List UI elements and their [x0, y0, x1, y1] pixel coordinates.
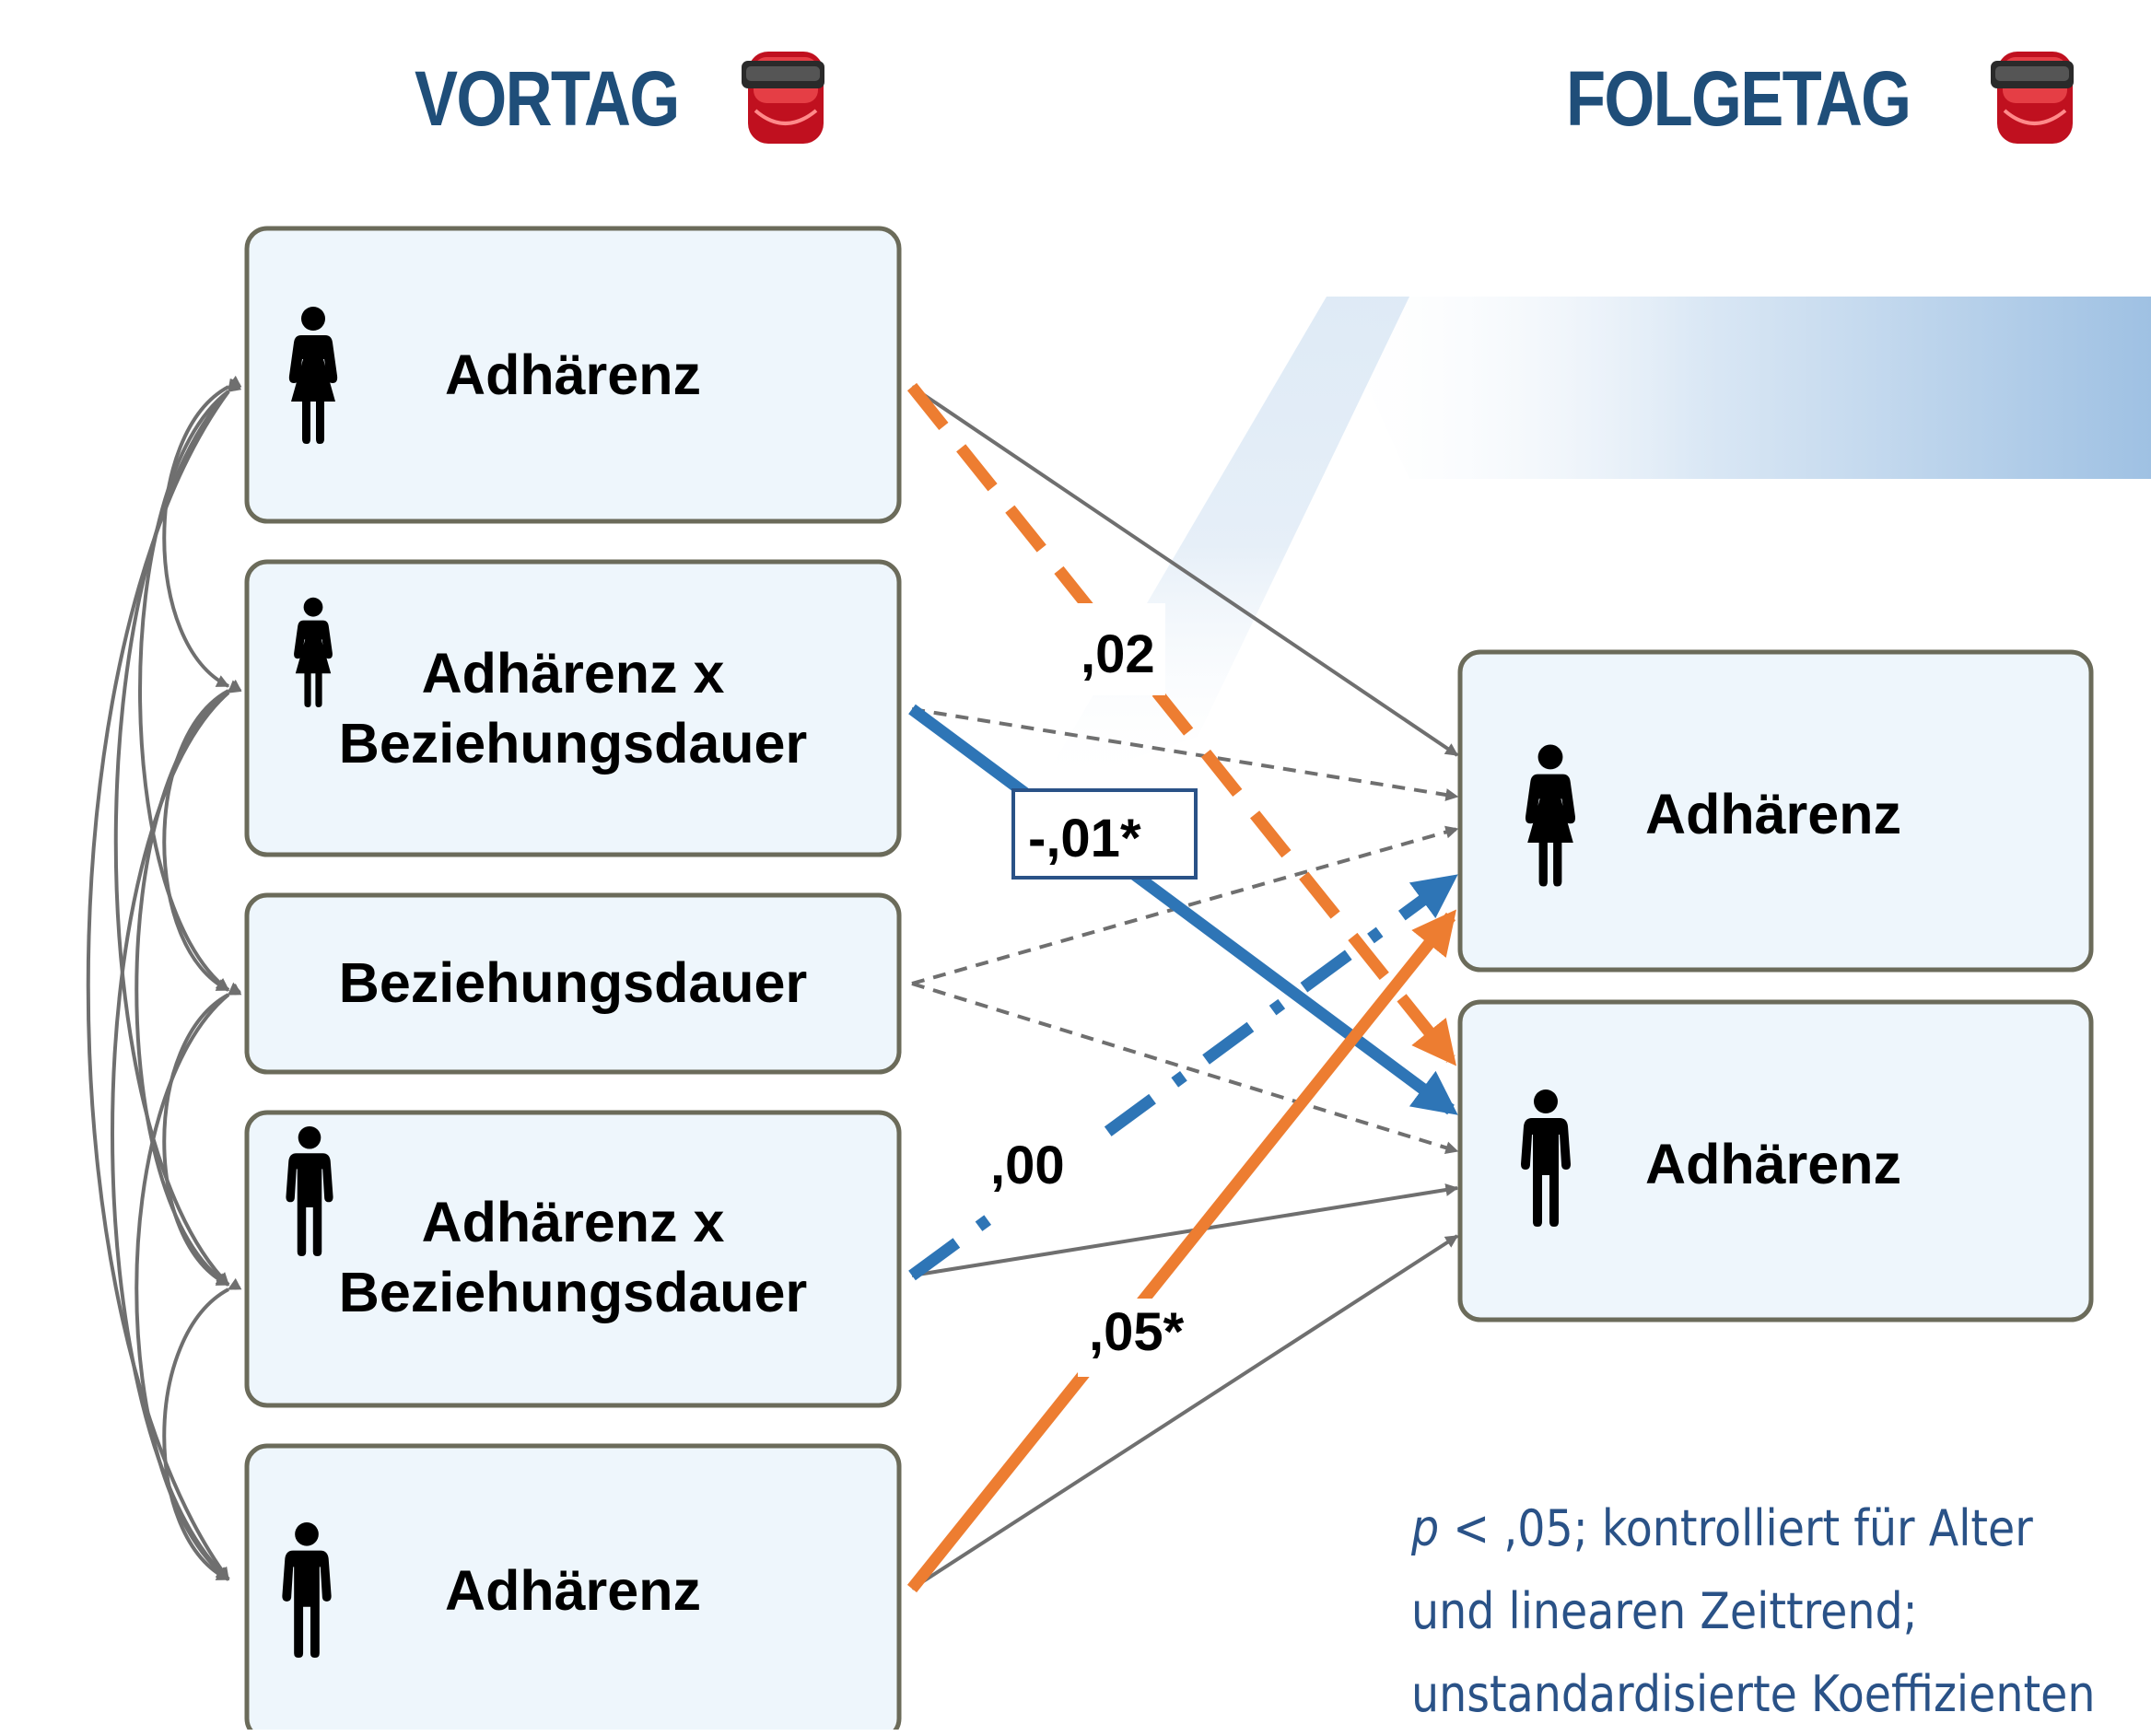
covariance-arcs — [86, 375, 242, 1581]
box-folgetag-female-adherence — [1457, 649, 2094, 973]
path-male-to-female-orange — [906, 909, 1457, 1593]
coef-label-bg — [1064, 603, 1165, 695]
label-folgetag-female-adherence: Adhärenz — [1645, 783, 1901, 845]
label-vortag-male-interaction-1: Adhärenz x — [422, 1191, 725, 1253]
coef-female-interaction-to-male: -,01* — [1028, 809, 1141, 868]
footnote-line-1-rest: < ,05; kontrolliert für Alter — [1439, 1499, 2033, 1557]
label-vortag-duration: Beziehungsdauer — [339, 951, 807, 1014]
footnote: p < ,05; kontrolliert für Alter und line… — [1411, 1487, 2096, 1736]
path-female-interaction-to-male-blue — [908, 704, 1458, 1115]
coef-male-interaction-to-female: ,00 — [990, 1136, 1065, 1195]
folgetag-heading: FOLGETAG — [1566, 55, 1911, 142]
box-vortag-duration — [244, 892, 902, 1075]
grey-paths — [910, 385, 1459, 1590]
footnote-line-3: unstandardisierte Koeffizienten — [1411, 1665, 2096, 1723]
path-male-interaction-to-female-blue — [908, 874, 1458, 1281]
fitness-tracker-device-icon — [1989, 50, 2075, 146]
coef-label-box — [1011, 788, 1198, 880]
callout-arm — [1036, 297, 1409, 792]
label-vortag-female-interaction-2: Beziehungsdauer — [339, 712, 807, 775]
box-folgetag-male-adherence — [1457, 999, 2094, 1322]
label-folgetag-male-adherence: Adhärenz — [1645, 1133, 1901, 1195]
folgetag-boxes — [1457, 649, 2094, 1322]
label-vortag-female-interaction-1: Adhärenz x — [422, 642, 725, 705]
coef-label-bg — [978, 1128, 1098, 1211]
p-symbol: p — [1411, 1499, 1440, 1557]
label-vortag-female-adherence: Adhärenz — [445, 344, 701, 406]
box-vortag-female-interaction — [244, 559, 902, 857]
label-vortag-male-adherence: Adhärenz — [445, 1559, 701, 1622]
box-vortag-male-adherence — [244, 1443, 902, 1730]
vortag-heading: VORTAG — [415, 55, 680, 142]
path-female-to-male-orange — [906, 382, 1457, 1066]
coef-male-to-female: ,05* — [1089, 1302, 1185, 1362]
vortag-boxes — [244, 226, 902, 1730]
footnote-line-1: p < ,05; kontrolliert für Alter — [1411, 1487, 2060, 1570]
label-vortag-male-interaction-2: Beziehungsdauer — [339, 1261, 807, 1323]
callout-band — [1327, 297, 2151, 479]
box-vortag-male-interaction — [244, 1110, 902, 1408]
box-vortag-female-adherence — [244, 226, 902, 524]
fitness-tracker-device-icon — [740, 50, 826, 146]
coef-female-to-male: ,02 — [1081, 624, 1155, 684]
footnote-line-2: und linearen Zeittrend; — [1411, 1582, 1918, 1640]
coef-label-bg — [1078, 1299, 1198, 1377]
